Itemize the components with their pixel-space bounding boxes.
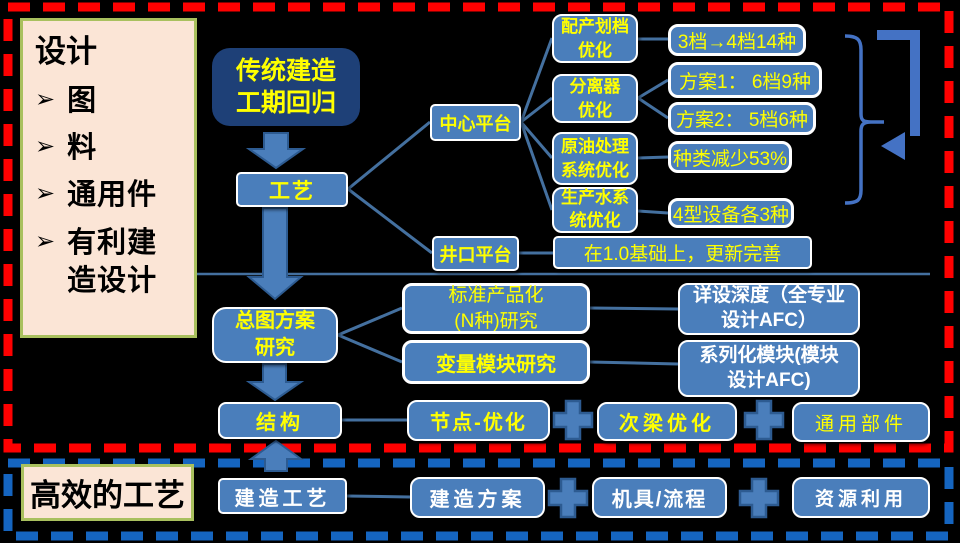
arrow-bullet-icon: ➢ (35, 227, 56, 255)
node-secondary-beam-optimization: 次梁优化 (597, 402, 737, 441)
node-construction-plan: 建造方案 (410, 477, 545, 518)
node-crude-oil-system-optimization: 原油处理 系统优化 (552, 132, 638, 185)
node-separator-optimization: 分离器 优化 (552, 74, 638, 123)
design-item-label: 图 (67, 84, 98, 117)
node-resource-utilization: 资源利用 (792, 477, 930, 518)
group-bracket (844, 34, 884, 205)
node-structure: 结构 (218, 402, 342, 439)
plus-icon (738, 477, 780, 519)
design-panel-title: 设计 (35, 34, 97, 69)
process-section-frame (3, 458, 954, 541)
flow-arrows (245, 132, 307, 472)
node-allocation-optimization: 配产划档 优化 (552, 14, 638, 63)
down-arrow-icon (245, 363, 305, 402)
plus-icon (743, 399, 785, 441)
node-traditional-schedule: 传统建造 工期回归 (212, 48, 360, 126)
design-item-label: 有利建造设计 (67, 226, 158, 297)
node-center-platform: 中心平台 (430, 104, 521, 141)
node-produced-water-system-optimization: 生产水系 统优化 (552, 187, 638, 233)
node-equipment-flow: 机具/流程 (592, 477, 727, 518)
list-item: ➢ 通用件 (35, 176, 184, 214)
node-result-gears: 3档→4档14种 (668, 24, 806, 56)
node-wellhead-platform: 井口平台 (432, 236, 519, 271)
list-item: ➢ 有利建造设计 (35, 224, 184, 301)
process-panel-title: 高效的工艺 (21, 464, 194, 521)
arrow-bullet-icon: ➢ (35, 180, 56, 208)
node-wellhead-result: 在1.0基础上，更新完善 (553, 236, 812, 269)
node-master-plan-study: 总图方案 研究 (212, 307, 338, 363)
arrow-bullet-icon: ➢ (35, 85, 56, 113)
design-item-label: 料 (67, 132, 98, 165)
node-construction-process: 建造工艺 (218, 478, 347, 514)
design-item-label: 通用件 (67, 179, 158, 212)
node-serialized-module: 系列化模块(模块 设计AFC) (678, 340, 860, 397)
list-item: ➢ 料 (35, 129, 184, 167)
node-process: 工艺 (236, 172, 348, 207)
node-common-parts: 通用部件 (792, 402, 930, 442)
down-arrow-icon (245, 132, 307, 170)
node-result-plan1: 方案1： 6档9种 (668, 62, 822, 98)
node-joint-optimization: 节点-优化 (407, 400, 550, 441)
node-standard-product-study: 标准产品化 (N种)研究 (402, 283, 590, 334)
design-section-frame (3, 2, 954, 453)
node-variable-module-study: 变量模块研究 (402, 340, 590, 384)
list-item: ➢ 图 (35, 82, 184, 120)
node-result-type-reduction: 种类减少53% (668, 141, 792, 173)
node-result-plan2: 方案2： 5档6种 (668, 102, 816, 135)
up-arrow-icon (247, 439, 305, 472)
node-detail-design-depth: 详设深度（全专业 设计AFC） (678, 283, 860, 335)
node-result-equipment: 4型设备各3种 (668, 198, 794, 228)
design-panel: 设计 ➢ 图 ➢ 料 ➢ 通用件 ➢ 有利建造设计 (20, 18, 197, 338)
connector-lines (190, 37, 930, 499)
loop-arrow-shaft (877, 30, 920, 136)
loop-arrow-head-icon (881, 132, 905, 160)
down-arrow-icon (246, 207, 304, 301)
plus-icon (547, 477, 589, 519)
arrow-bullet-icon: ➢ (35, 133, 56, 161)
plus-icon (552, 399, 594, 441)
